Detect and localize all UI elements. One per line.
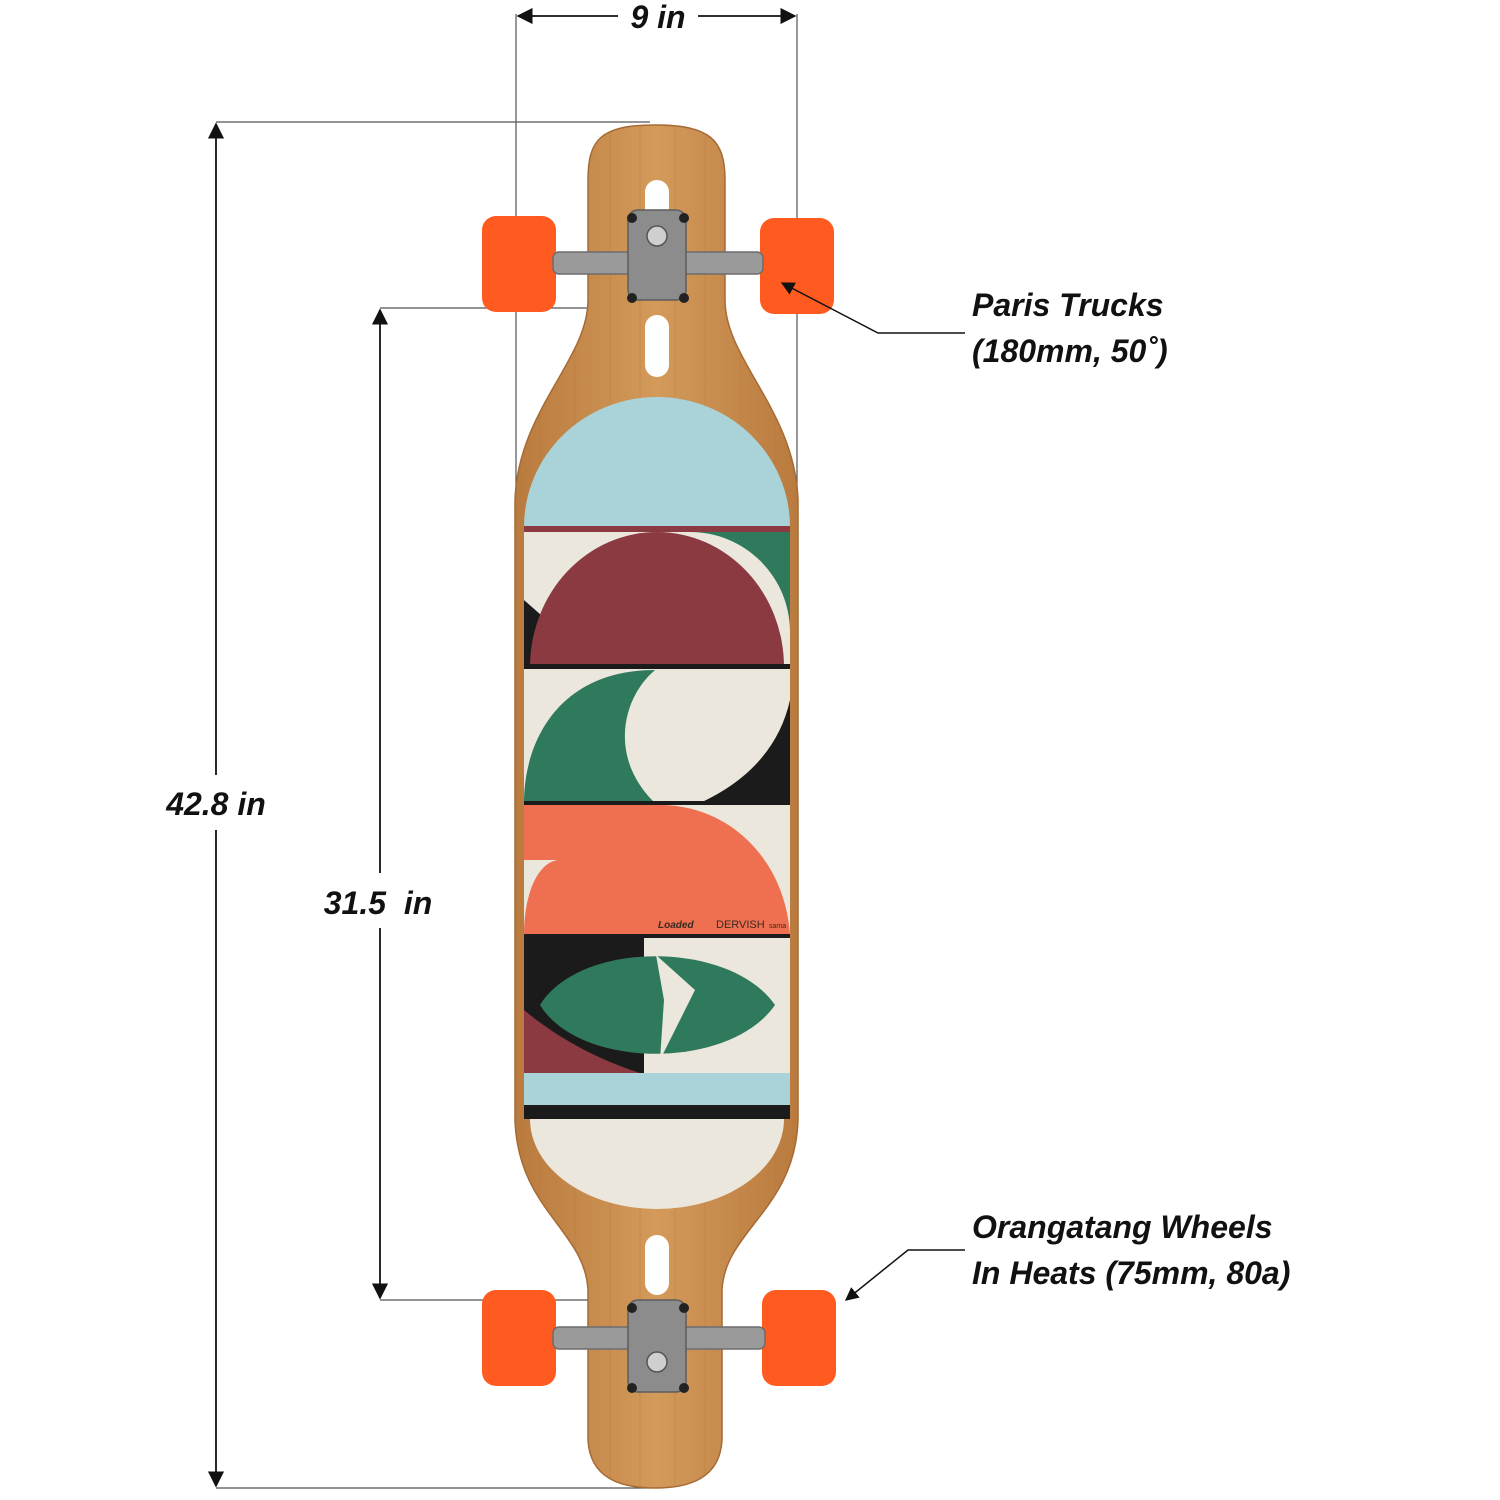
graphic-cream-arrow <box>656 955 695 1060</box>
graphic-maroon-wedge-4 <box>524 1010 640 1073</box>
wheels-callout-line1: Orangatang Wheels <box>972 1209 1273 1245</box>
graphic-green-wedge-1 <box>690 532 790 632</box>
graphic-black-stripe <box>524 1105 790 1119</box>
truck-top-bolt-2 <box>679 213 689 223</box>
wheel-bottom-right <box>762 1290 836 1386</box>
graphic-green-eye <box>540 956 775 1054</box>
truck-bottom-bolt-2 <box>679 1303 689 1313</box>
trucks-callout-line1: Paris Trucks <box>972 287 1164 323</box>
truck-bottom-kingpin <box>646 1351 668 1373</box>
truck-top-bolt-1 <box>627 213 637 223</box>
deck-brand: Loaded <box>658 920 694 931</box>
truck-bottom-bolt-1 <box>627 1303 637 1313</box>
truck-bottom-bolt-4 <box>679 1383 689 1393</box>
wheels-callout-line2: In Heats (75mm, 80a) <box>972 1255 1290 1291</box>
length-dimension: 42.8 in <box>165 122 266 1488</box>
graphic-salmon-shape <box>524 805 790 935</box>
truck-bottom <box>482 1290 836 1393</box>
graphic-green-leaf-1 <box>524 670 655 803</box>
trucks-leader-line <box>780 282 965 334</box>
truck-top-bolt-3 <box>627 293 637 303</box>
wheel-bottom-left <box>482 1290 556 1386</box>
graphic-divider-3 <box>524 934 790 938</box>
wheels-leader-line <box>844 1249 965 1301</box>
truck-bottom-bolt-3 <box>627 1383 637 1393</box>
trucks-callout-line2: (180mm, 50˚) <box>972 333 1168 369</box>
wheelbase-label: 31.5 in <box>324 885 433 921</box>
wheelbase-dimension: 31.5 in <box>324 308 433 1300</box>
wheel-top-left <box>482 216 556 312</box>
truck-top-kingpin <box>646 225 668 247</box>
deck-edition: sama <box>769 923 786 930</box>
graphic-cream-bowl <box>530 1119 784 1209</box>
deck-model: DERVISH <box>716 919 765 931</box>
wheel-top-right <box>760 218 834 314</box>
deck-slot-upper <box>645 315 669 377</box>
graphic-maroon-strip <box>524 526 790 532</box>
truck-bottom-hanger <box>627 1299 687 1393</box>
trucks-callout: Paris Trucks (180mm, 50˚) <box>780 282 1168 369</box>
graphic-sky-top <box>524 397 790 527</box>
width-label: 9 in <box>630 0 685 35</box>
truck-top-hanger <box>627 209 687 301</box>
wheels-callout: Orangatang Wheels In Heats (75mm, 80a) <box>844 1209 1290 1301</box>
length-label: 42.8 in <box>165 786 266 822</box>
graphic-maroon-dome <box>530 532 784 667</box>
truck-top-bolt-4 <box>679 293 689 303</box>
deck: Loaded DERVISH sama <box>514 124 799 1489</box>
deck-slot-lower <box>645 1235 669 1295</box>
deck-graphic: Loaded DERVISH sama <box>524 125 790 1488</box>
graphic-divider-2 <box>524 801 790 805</box>
graphic-divider-1 <box>524 664 790 669</box>
truck-top <box>482 209 834 314</box>
width-dimension: 9 in <box>516 0 797 35</box>
graphic-sky-stripe <box>524 1073 790 1105</box>
graphic-black-wedge-2 <box>700 700 790 803</box>
